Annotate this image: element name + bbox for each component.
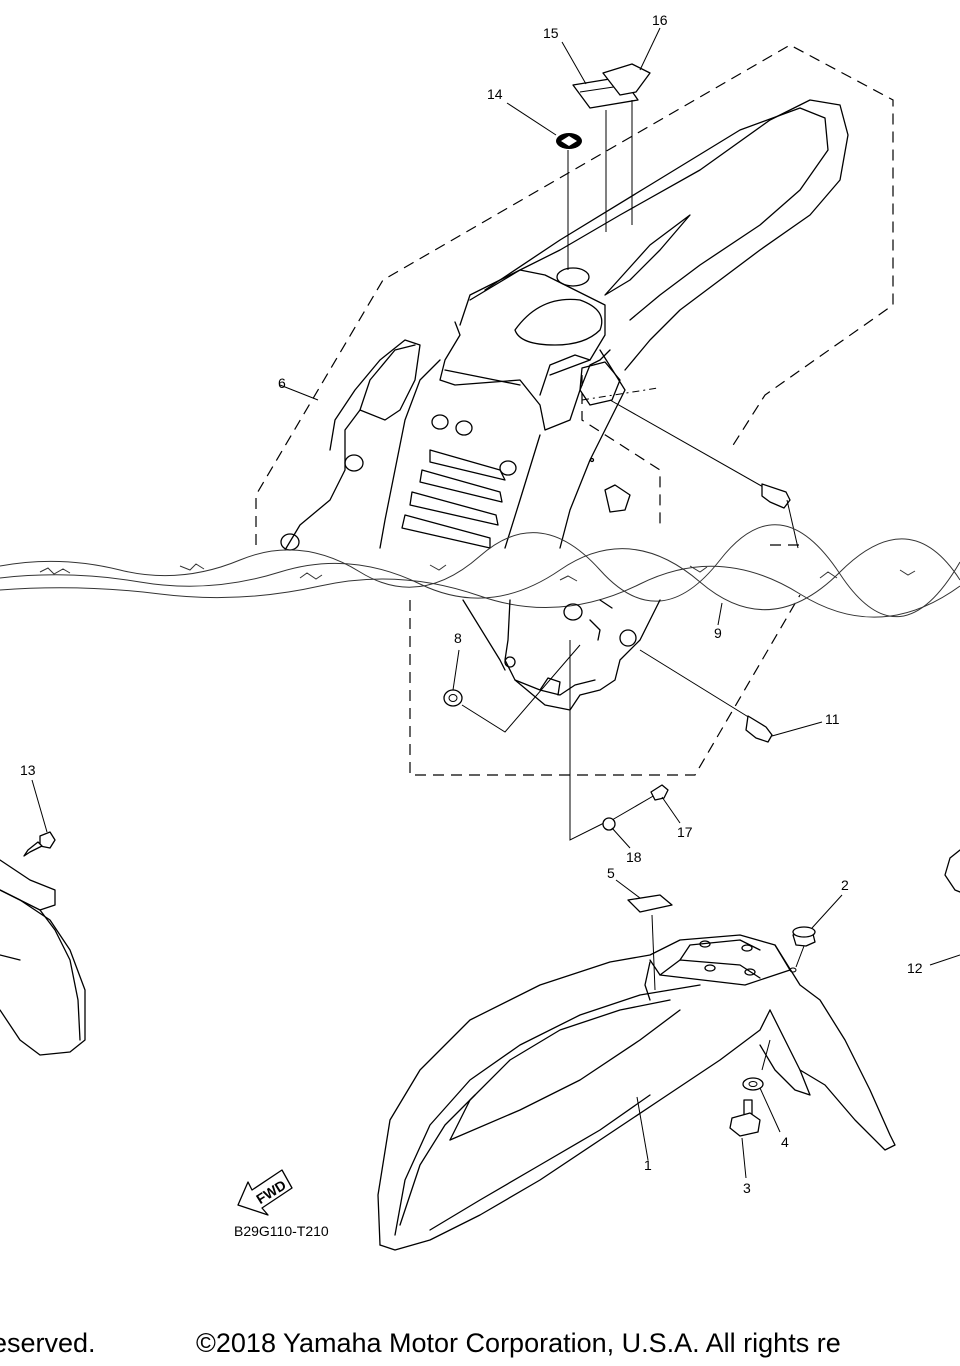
bolt-upper — [609, 399, 799, 549]
scan-noise-band — [0, 524, 960, 618]
screw-13 — [23, 779, 56, 857]
callout-4: 4 — [781, 1134, 789, 1150]
callout-8: 8 — [454, 630, 462, 646]
emblem-14 — [556, 133, 582, 270]
callout-1: 1 — [644, 1157, 652, 1173]
sticker-16 — [602, 63, 651, 225]
callout-11: 11 — [825, 711, 840, 727]
callout-16: 16 — [652, 12, 668, 28]
callout-6: 6 — [278, 375, 286, 391]
callout-14: 14 — [487, 86, 503, 102]
callout-15: 15 — [543, 25, 559, 41]
callout-5: 5 — [607, 865, 615, 881]
callout-3: 3 — [743, 1180, 751, 1196]
callout-labels: 1 2 3 4 5 6 8 9 11 12 13 14 15 16 17 18 — [20, 12, 923, 1196]
footer-left-text: eserved. — [0, 1328, 96, 1358]
sticker-5 — [627, 894, 673, 991]
bolt-17 — [611, 784, 669, 821]
callout-2: 2 — [841, 877, 849, 893]
fwd-arrow: FWD — [237, 1169, 293, 1216]
callout-9: 9 — [714, 625, 722, 641]
callout-17: 17 — [677, 824, 693, 840]
footer-copyright: ©2018 Yamaha Motor Corporation, U.S.A. A… — [196, 1328, 841, 1358]
sticker-15 — [572, 76, 639, 232]
bracket — [462, 599, 661, 711]
right-partial-part — [929, 849, 960, 966]
bolt-3 — [729, 1099, 761, 1179]
diagram-code: B29G110-T210 — [234, 1223, 329, 1239]
grommet-2 — [789, 926, 816, 973]
callout-12: 12 — [907, 960, 923, 976]
bracket-group-outline — [409, 375, 801, 776]
leader-lines — [279, 27, 843, 1161]
rear-fender-group-outline — [255, 44, 894, 546]
washer-18 — [602, 817, 616, 831]
front-fender — [377, 934, 896, 1251]
callout-18: 18 — [626, 849, 642, 865]
callout-13: 13 — [20, 762, 36, 778]
bolt-11 — [639, 649, 773, 743]
left-partial-fender — [0, 859, 86, 1056]
rear-fender — [280, 99, 849, 551]
washer-4 — [742, 1039, 781, 1133]
